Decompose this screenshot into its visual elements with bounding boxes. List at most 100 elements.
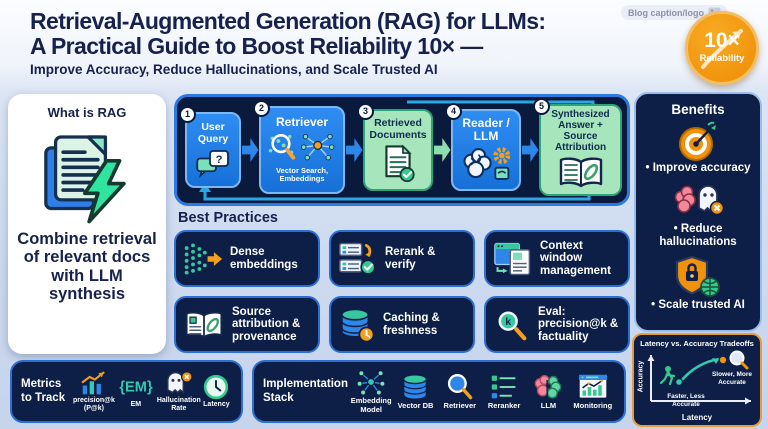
bp-label: Caching & freshness [383,311,440,337]
stack-vector-db: Vector DB [393,373,437,411]
ghost-x-icon [166,371,193,395]
documents-lightning-icon [44,135,126,224]
brain-ghost-x-icon [674,184,724,216]
chart-point-label-fast: Faster, Less Accurate [667,393,705,408]
stack-monitoring: Monitoring [571,373,615,411]
runner-icon [659,366,676,386]
bp-source-attribution: Source attribution & provenance [174,296,320,353]
what-is-rag-card: What is RAG Combine retrieval of relevan… [8,94,166,354]
em-braces-glyph: {EM} [119,380,153,396]
pipeline-step-reader-llm: 4 Reader / LLM [445,103,521,191]
title-line-1: Retrieval-Augmented Generation (RAG) for… [30,8,546,34]
stack-llm: LLM [526,373,570,411]
rerank-verify-icon [339,242,376,275]
stack-label: Vector DB [397,400,434,410]
open-book-icon [185,310,223,338]
hero-header: Blog caption/logo Retrieval-Augmented Ge… [0,0,768,92]
what-is-rag-title: What is RAG [47,105,127,120]
stack-label: Reranker [487,400,521,410]
stack-label: LLM [540,400,557,410]
benefit-label: • Scale trusted AI [651,298,745,311]
metric-label: Latency [203,400,230,408]
stack-embedding-model: Embedding Model [349,368,393,414]
step-number: 4 [445,103,462,120]
bp-dense-embeddings: Dense embeddings [174,230,320,287]
bp-label: Source attribution & provenance [232,305,301,343]
step-number: 5 [533,98,550,115]
monitor-chart-icon [578,373,608,399]
stack-reranker: Reranker [482,373,526,411]
metric-hallucination-rate: Hallucination Rate [157,370,201,413]
chat-question-icon: ? [196,149,229,178]
pipeline-step-retriever: 2 Retriever Vector [253,100,345,194]
stack-title: Implementation Stack [263,377,348,404]
bar-chart-trend-icon [81,371,105,395]
step-label: User Query [197,121,229,145]
page-title: Retrieval-Augmented Generation (RAG) for… [30,9,670,59]
step-number: 3 [357,103,374,120]
metric-label: EM [130,400,142,408]
step-label: Retriever [275,115,329,130]
clock-icon [204,374,229,400]
chart-x-axis-label: Latency [681,413,713,422]
metric-latency: Latency [201,374,232,409]
question-mark-glyph: ? [216,154,223,166]
benefit-label: • Reduce hallucinations [659,222,737,248]
stack-label: Retriever [443,400,477,410]
benefit-label: • Improve accuracy [645,162,751,174]
chart-title: Latency vs. Accuracy Tradeoffs [640,339,754,348]
bp-context-window: Context window management [484,230,630,287]
magnifier-small-icon [729,350,749,370]
pipeline-step-synthesized-answer: 5 Synthesized Answer + Source Attributio… [533,98,622,196]
metrics-title: Metrics to Track [21,377,66,404]
checklist-icon [491,375,516,399]
database-icon [403,373,428,400]
implementation-stack-panel: Implementation Stack Embedding Model [252,360,626,423]
metrics-panel: Metrics to Track precision@k (P@k) {EM} … [10,360,243,423]
k-glyph: k [505,317,511,328]
title-line-2: A Practical Guide to Boost Reliability 1… [30,33,483,59]
dense-embeddings-icon [184,242,223,275]
stack-retriever: Retriever [438,373,482,411]
stack-label: Monitoring [573,400,613,410]
best-practices-title: Best Practices [178,210,278,226]
chart-y-axis-label: Accuracy [637,360,645,393]
bp-rerank-verify: Rerank & verify [329,230,475,287]
bp-label: Context window management [540,239,611,277]
brain-gear-icon [463,147,511,181]
what-is-rag-description: Combine retrieval of relevant docs with … [17,230,157,304]
network-nodes-icon [356,370,386,396]
rag-pipeline: 1 User Query ? 2 Retriever [174,94,630,206]
pipeline-step-user-query: 1 User Query ? [179,106,241,188]
page-subtitle: Improve Accuracy, Reduce Hallucinations,… [30,62,438,77]
metric-precision: precision@k (P@k) [73,370,115,413]
step-label: Synthesized Answer + Source Attribution [551,109,610,153]
context-window-icon [494,242,531,275]
best-practices-grid: Dense embeddings Rerank & verify [174,230,630,353]
chart-plot-icon [647,350,751,405]
magnifier-icon [447,373,473,399]
vector-search-network-icon [268,134,335,161]
magnifier-k-icon: k [496,308,527,340]
target-icon [679,121,716,161]
bp-label: Rerank & verify [385,245,436,271]
metric-label: precision@k (P@k) [73,396,115,412]
stack-label: Embedding Model [350,396,392,414]
benefits-title: Benefits [671,102,725,117]
open-book-attribution-icon [559,157,602,187]
step-number: 1 [179,106,196,123]
metric-label: Hallucination Rate [156,396,201,412]
chart-point-label-slow: Slower, More Accurate [711,371,753,386]
step-caption: Vector Search, Embeddings [275,166,329,184]
bp-label: Dense embeddings [230,245,298,271]
badge-arrow-icon [701,29,743,69]
latency-accuracy-chart: Latency vs. Accuracy Tradeoffs Accuracy … [632,333,762,427]
bp-eval-precision: k Eval: precision@k & factuality [484,296,630,353]
step-number: 2 [253,100,270,117]
step-label: Reader / LLM [462,115,510,143]
badge-value: 10× [704,29,740,52]
badge-label: Reliability [699,53,745,64]
blog-caption-label: Blog caption/logo [628,7,704,18]
brain-icon [535,374,562,399]
